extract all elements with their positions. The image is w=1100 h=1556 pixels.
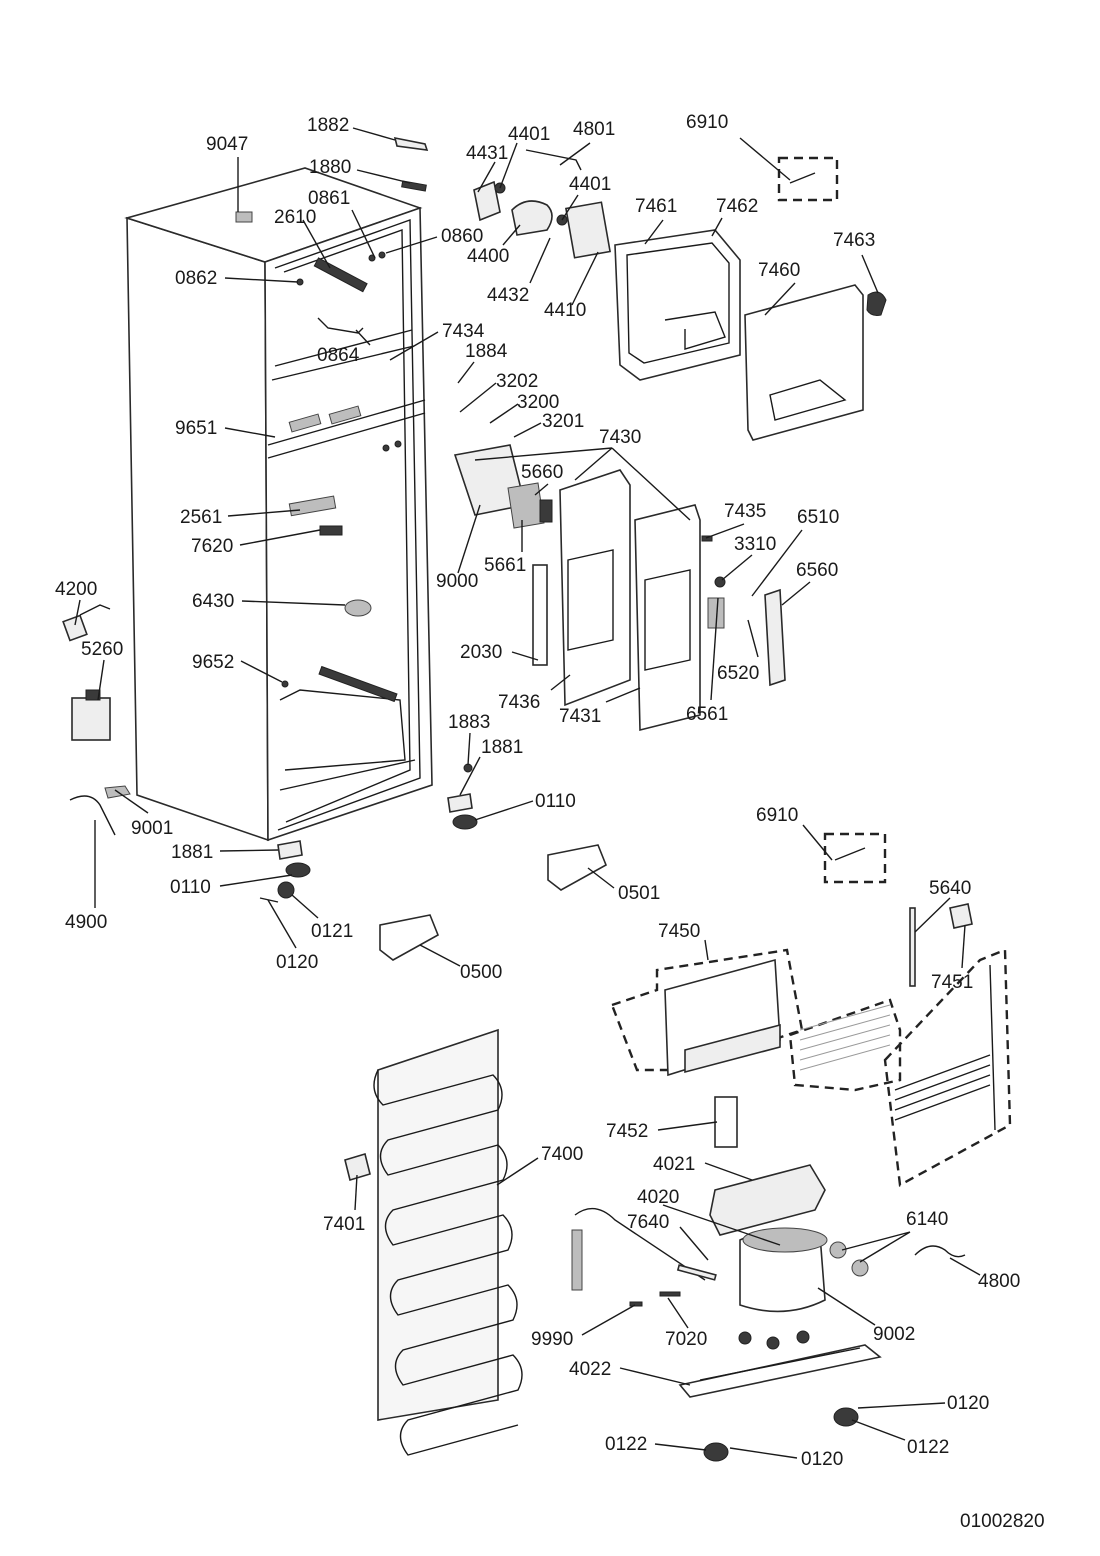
callout-6430: 6430 xyxy=(192,591,234,612)
callout-0110-right: 0110 xyxy=(535,791,576,812)
callout-1882: 1882 xyxy=(307,115,349,136)
callout-7436: 7436 xyxy=(498,692,540,713)
air-duct-parts xyxy=(532,469,786,732)
callout-0110-left: 0110 xyxy=(170,877,211,898)
callout-7450: 7450 xyxy=(658,921,700,942)
callout-5260: 5260 xyxy=(81,639,123,660)
callout-7463: 7463 xyxy=(833,230,875,251)
callout-7431: 7431 xyxy=(559,706,601,727)
callout-4432: 4432 xyxy=(487,285,529,306)
callout-1881-right: 1881 xyxy=(481,737,523,758)
callout-4401-top: 4401 xyxy=(508,124,550,145)
electrical-parts xyxy=(62,604,131,836)
callout-0500: 0500 xyxy=(460,962,502,983)
callout-7451: 7451 xyxy=(931,972,973,993)
callout-0501: 0501 xyxy=(618,883,660,904)
callout-7452: 7452 xyxy=(606,1121,648,1142)
callout-6910-mid: 6910 xyxy=(756,805,798,826)
callout-7620: 7620 xyxy=(191,536,233,557)
callout-0864: 0864 xyxy=(317,345,360,366)
callout-9047: 9047 xyxy=(206,134,248,155)
callout-4401-mid: 4401 xyxy=(569,174,611,195)
callout-0120-bottom: 0120 xyxy=(801,1449,843,1470)
callout-9001: 9001 xyxy=(131,818,173,839)
callout-9990: 9990 xyxy=(531,1329,573,1350)
callout-0862: 0862 xyxy=(175,268,217,289)
evaporator-covers xyxy=(614,229,887,441)
callout-2561: 2561 xyxy=(180,507,222,528)
callout-4800: 4800 xyxy=(978,1271,1020,1292)
callout-7460: 7460 xyxy=(758,260,800,281)
drawing-number: 01002820 xyxy=(960,1511,1045,1532)
callout-0861: 0861 xyxy=(308,188,350,209)
callout-6910-top: 6910 xyxy=(686,112,728,133)
callout-9000: 9000 xyxy=(436,571,478,592)
callout-7400: 7400 xyxy=(541,1144,583,1165)
callout-0122-left: 0122 xyxy=(605,1434,647,1455)
callout-3201: 3201 xyxy=(542,411,584,432)
callout-labels: 1882 9047 1880 0861 2610 0860 0862 0864 … xyxy=(55,112,1045,1532)
callout-6520: 6520 xyxy=(717,663,759,684)
callout-0860: 0860 xyxy=(441,226,483,247)
callout-3310: 3310 xyxy=(734,534,776,555)
ice-dispenser-parts xyxy=(453,149,611,529)
callout-0120-right: 0120 xyxy=(947,1393,989,1414)
callout-9002: 9002 xyxy=(873,1324,915,1345)
callout-4020: 4020 xyxy=(637,1187,679,1208)
callout-4021: 4021 xyxy=(653,1154,695,1175)
callout-6510: 6510 xyxy=(797,507,839,528)
callout-7430: 7430 xyxy=(599,427,641,448)
callout-4431: 4431 xyxy=(466,143,508,164)
refrigerator-cabinet xyxy=(124,167,433,842)
callout-4200: 4200 xyxy=(55,579,97,600)
callout-5640: 5640 xyxy=(929,878,971,899)
leader-lines xyxy=(74,127,981,1459)
callout-1880: 1880 xyxy=(309,157,351,178)
callout-7401: 7401 xyxy=(323,1214,365,1235)
callout-0120-left: 0120 xyxy=(276,952,318,973)
callout-3202: 3202 xyxy=(496,371,538,392)
callout-7434: 7434 xyxy=(442,321,485,342)
callout-1884: 1884 xyxy=(465,341,508,362)
callout-7640: 7640 xyxy=(627,1212,669,1233)
callout-5660: 5660 xyxy=(521,462,563,483)
callout-2030: 2030 xyxy=(460,642,502,663)
callout-6140: 6140 xyxy=(906,1209,948,1230)
callout-4022: 4022 xyxy=(569,1359,611,1380)
callout-1881-left: 1881 xyxy=(171,842,213,863)
callout-7435: 7435 xyxy=(724,501,766,522)
callout-6561: 6561 xyxy=(686,704,728,725)
callout-4410: 4410 xyxy=(544,300,586,321)
service-groups xyxy=(610,156,1012,1187)
callout-0121: 0121 xyxy=(311,921,353,942)
top-hinge-parts xyxy=(393,136,429,192)
callout-4801: 4801 xyxy=(573,119,615,140)
callout-6560: 6560 xyxy=(796,560,838,581)
callout-0122-right: 0122 xyxy=(907,1437,949,1458)
callout-5661: 5661 xyxy=(484,555,526,576)
callout-1883: 1883 xyxy=(448,712,490,733)
feet-and-rollers xyxy=(259,763,608,961)
callout-4900: 4900 xyxy=(65,912,107,933)
condenser-coil xyxy=(344,1028,523,1456)
callout-7020: 7020 xyxy=(665,1329,707,1350)
callout-7462: 7462 xyxy=(716,196,758,217)
callout-3200: 3200 xyxy=(517,392,559,413)
callout-2610: 2610 xyxy=(274,207,316,228)
callout-4400: 4400 xyxy=(467,246,509,267)
callout-9652: 9652 xyxy=(192,652,234,673)
compressor-assembly xyxy=(571,1164,966,1462)
callout-7461: 7461 xyxy=(635,196,677,217)
callout-9651: 9651 xyxy=(175,418,217,439)
